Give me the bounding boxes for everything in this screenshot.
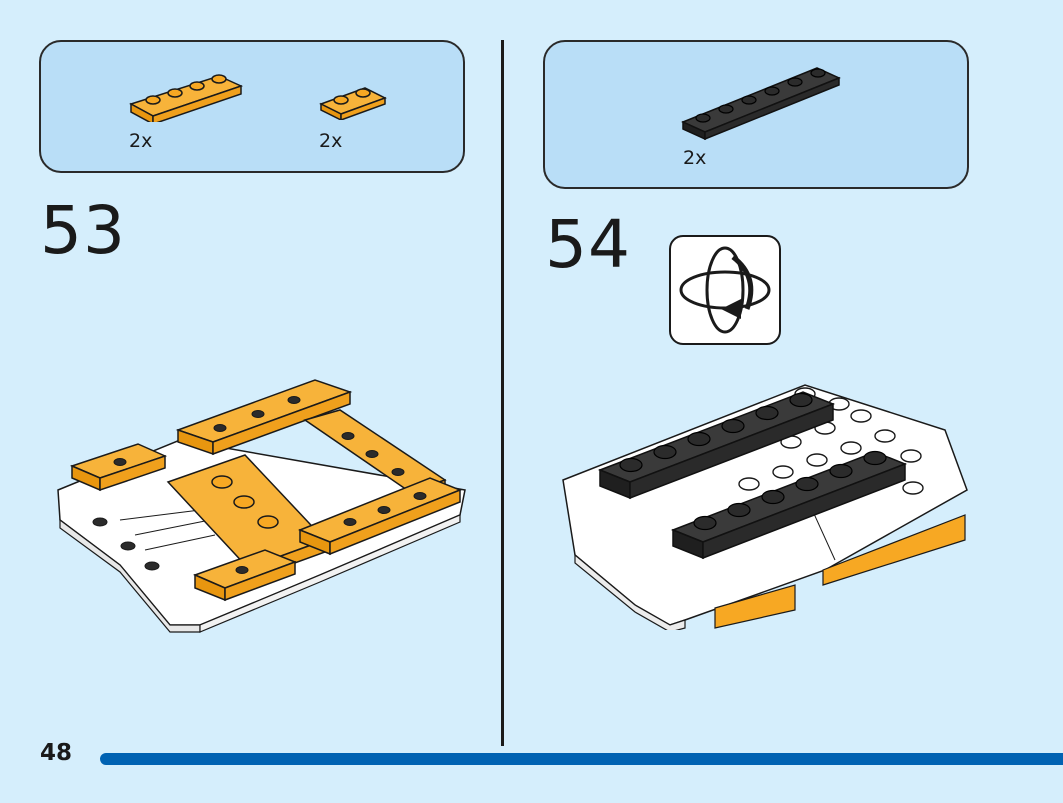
parts-callout-step-54: 2x [543,40,969,189]
orange-1x2-plate-icon [319,87,387,120]
page-number: 48 [40,740,73,766]
step-number: 53 [40,192,126,269]
rotate-model-icon [669,235,781,345]
part-quantity: 2x [683,147,707,169]
step-53-model-illustration [57,379,466,633]
black-1x6-plate-icon [681,67,841,140]
page-footer-bar [100,753,1063,765]
parts-callout-step-53: 2x 2x [39,40,465,173]
part-quantity: 2x [129,130,153,152]
step-number: 54 [545,206,631,283]
part-quantity: 2x [319,130,343,152]
orange-1x4-plate-icon [129,74,244,122]
step-54-model-illustration [562,384,968,630]
column-divider [501,40,504,746]
